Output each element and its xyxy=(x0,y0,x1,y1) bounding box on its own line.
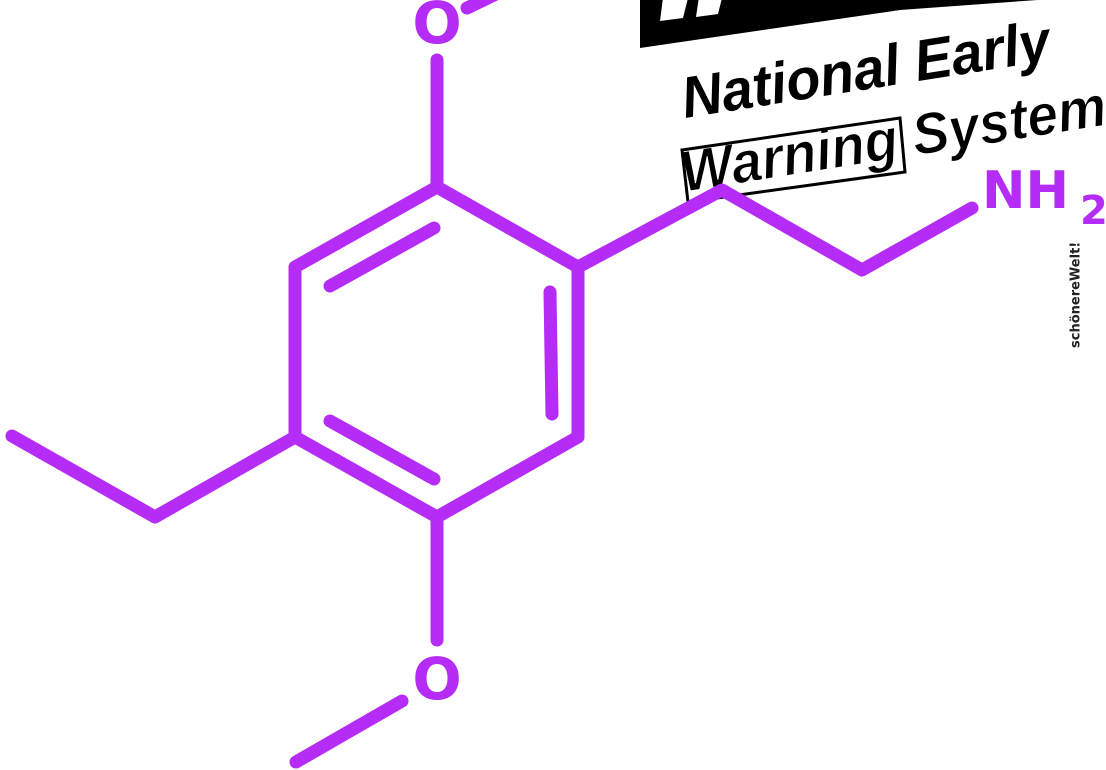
logo-banner xyxy=(640,0,1038,48)
credit-text: schönereWelt! xyxy=(1068,241,1084,348)
atom-amine: NH xyxy=(982,161,1069,221)
molecule-atoms: O O NH 2 xyxy=(412,0,1106,713)
molecule-bonds xyxy=(5,0,979,769)
ring-double-bond-right xyxy=(543,285,559,421)
logo-banner-letter-cut xyxy=(660,0,688,21)
bond-ethyl xyxy=(5,429,302,524)
warning-outline-backdrop xyxy=(680,116,907,204)
ring-double-bond-lower-left xyxy=(323,414,441,486)
atom-amine-subscript: 2 xyxy=(1080,188,1106,234)
atom-oxygen-top: O xyxy=(412,0,461,57)
bond-methoxy-top-methyl xyxy=(460,0,499,15)
bond-side-chain xyxy=(571,183,979,277)
logo-block xyxy=(640,0,1038,48)
ring-double-bond-upper-left xyxy=(323,221,441,293)
logo-banner-letter-cut-2 xyxy=(696,0,722,17)
bond-methoxy-bottom-methyl xyxy=(289,694,409,769)
atom-oxygen-bottom: O xyxy=(412,645,461,713)
ring-outer xyxy=(288,180,585,524)
